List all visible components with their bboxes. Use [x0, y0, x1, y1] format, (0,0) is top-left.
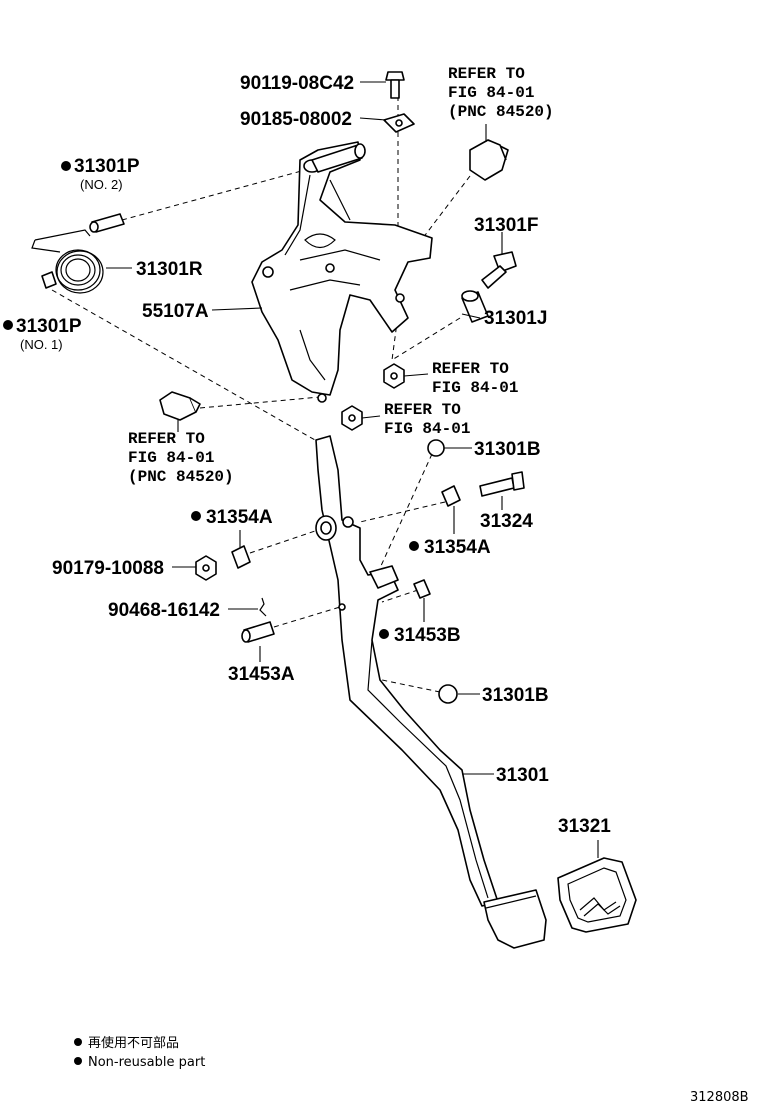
label-ref-mid1-1: REFER TO: [432, 360, 509, 378]
label-ref-mid2-2: FIG 84-01: [384, 420, 470, 438]
marker-dot: [379, 629, 389, 639]
collar-31301j: [461, 290, 489, 323]
pedal-pad: [483, 889, 547, 949]
marker-dot: [409, 541, 419, 551]
label-31301p-no1-sub: (NO. 1): [20, 337, 63, 352]
label-ref-top-3: (PNC 84520): [448, 103, 554, 121]
label-31301: 31301: [496, 765, 549, 786]
label-31453b: 31453B: [394, 625, 461, 646]
label-31301r: 31301R: [136, 259, 203, 280]
label-ref-left-1: REFER TO: [128, 430, 205, 448]
bolt-31324: [479, 471, 525, 497]
label-ref-left-2: FIG 84-01: [128, 449, 214, 467]
label-ref-top-2: FIG 84-01: [448, 84, 534, 102]
bushing-31354a-right: [441, 485, 461, 507]
pin-31301p-no1: [41, 271, 57, 289]
label-31301f: 31301F: [474, 215, 538, 236]
label-31301p-no2-sub: (NO. 2): [80, 177, 123, 192]
switch-top: [469, 139, 509, 181]
label-31301b-upper: 31301B: [474, 439, 541, 460]
leader-lines: [106, 81, 599, 858]
legend: 再使用不可部品 Non-reusable part: [88, 1035, 205, 1070]
labels: 90119-08C42 90185-08002 REFER TO FIG 84-…: [16, 65, 611, 837]
nut-90179: [195, 555, 217, 581]
label-55107a: 55107A: [142, 301, 209, 322]
nut-ref-1: [383, 363, 405, 389]
bolt-31301f: [481, 251, 517, 289]
label-31321: 31321: [558, 816, 611, 837]
bush-31453b: [413, 579, 431, 599]
label-31453a: 31453A: [228, 664, 295, 685]
label-31354a-right: 31354A: [424, 537, 491, 558]
label-ref-left-3: (PNC 84520): [128, 468, 234, 486]
figure-id: 312808B: [690, 1090, 749, 1105]
pedal-arm: [315, 435, 499, 907]
label-ref-mid2-1: REFER TO: [384, 401, 461, 419]
spring-31301r: [31, 229, 104, 294]
legend-dot: [74, 1057, 82, 1065]
legend-line-en: Non-reusable part: [88, 1055, 205, 1070]
label-90179: 90179-10088: [52, 558, 164, 579]
label-ref-mid1-2: FIG 84-01: [432, 379, 518, 397]
pin-31301p-no2: [89, 213, 125, 233]
label-90185: 90185-08002: [240, 109, 352, 130]
switch-left: [159, 391, 201, 421]
bolt-90119: [385, 71, 405, 99]
clip-90468: [259, 597, 267, 617]
label-31301p-no1: 31301P: [16, 316, 82, 337]
marker-dot: [3, 320, 13, 330]
label-31301j: 31301J: [484, 308, 547, 329]
label-ref-top-1: REFER TO: [448, 65, 525, 83]
cushion-31301b-upper: [427, 439, 445, 457]
label-31324: 31324: [480, 511, 533, 532]
legend-dot: [74, 1038, 82, 1046]
label-31301p-no2: 31301P: [74, 156, 140, 177]
marker-dot: [191, 511, 201, 521]
pedal-bracket: [251, 141, 433, 403]
non-reusable-markers: [3, 161, 419, 1065]
nut-ref-2: [341, 405, 363, 431]
label-90119: 90119-08C42: [240, 73, 354, 94]
cushion-31301b-lower: [438, 684, 458, 704]
bushing-31354a-left: [231, 545, 251, 569]
pin-31453a: [241, 621, 275, 643]
label-31354a-left: 31354A: [206, 507, 273, 528]
label-90468: 90468-16142: [108, 600, 220, 621]
marker-dot: [61, 161, 71, 171]
label-31301b-lower: 31301B: [482, 685, 549, 706]
legend-line-jp: 再使用不可部品: [88, 1035, 179, 1051]
pad-cover-31321: [557, 857, 637, 933]
nut-90185: [383, 113, 415, 133]
